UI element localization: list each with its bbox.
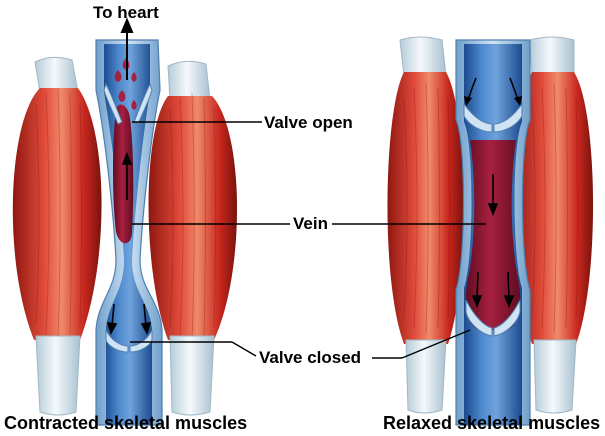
muscle-belly	[12, 88, 102, 340]
flow-arrow-down-right	[140, 303, 152, 336]
valve-closed-cusp-right	[129, 329, 153, 353]
tendon-bottom	[533, 339, 577, 414]
tendon-top	[529, 36, 575, 77]
flow-arrow-up	[121, 151, 133, 200]
flow-arrowhead	[464, 96, 472, 106]
leader-valve-closed-right-2	[401, 329, 471, 359]
flow-arrow-down-left	[471, 271, 483, 309]
right-left-muscle	[387, 36, 464, 414]
label-valve-closed: Valve closed	[259, 348, 362, 367]
valve-open-cusp-left	[103, 82, 123, 125]
blood-drop	[118, 90, 126, 102]
flow-arrow-down-right	[503, 271, 515, 309]
label-vein: Vein	[293, 214, 328, 233]
valve-closed-cusp-left	[105, 329, 129, 353]
caption-relaxed: Relaxed skeletal muscles	[383, 413, 601, 433]
left-left-muscle	[12, 56, 102, 416]
leader-lines	[130, 121, 486, 359]
valve-open-cusp-right	[133, 82, 153, 125]
right-right-muscle	[513, 36, 594, 414]
tendon-bottom	[35, 335, 81, 416]
leader-valve-closed-left-2	[231, 341, 257, 357]
valve-bottom-cusp-right	[493, 299, 521, 337]
blood-drop	[131, 100, 137, 110]
label-to-heart: To heart	[93, 3, 159, 22]
flow-arrowhead	[514, 96, 522, 106]
tendon-bottom	[169, 335, 215, 416]
tendon-top	[34, 56, 79, 93]
caption-contracted: Contracted skeletal muscles	[4, 413, 248, 433]
left-vein	[95, 39, 163, 426]
tendon-top	[167, 60, 211, 101]
to-heart-arrow	[120, 17, 134, 80]
label-valve-open: Valve open	[264, 113, 353, 132]
flow-arrow-down-left	[106, 303, 118, 336]
tendon-top	[399, 36, 447, 77]
blood-drop	[114, 70, 122, 82]
left-right-muscle	[148, 60, 238, 416]
valve-bottom-cusp-left	[465, 299, 493, 337]
tendon-bottom	[405, 339, 447, 414]
blood-pool	[465, 140, 521, 330]
valve-top-cusp-left	[463, 102, 493, 133]
right-vein	[455, 39, 531, 426]
blood-drop	[131, 72, 137, 82]
blood-column	[113, 104, 134, 244]
valve-top-cusp-right	[493, 102, 523, 133]
muscle-belly	[387, 72, 464, 344]
flow-arrow-down	[487, 174, 499, 217]
